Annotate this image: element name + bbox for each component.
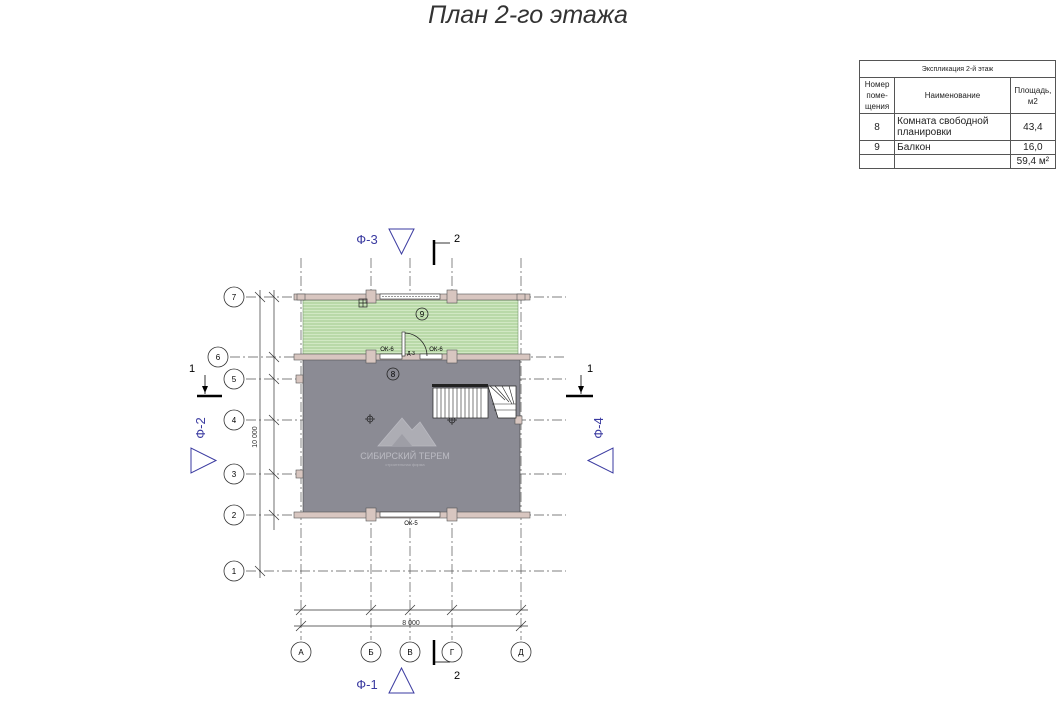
- facade-label-top: Ф-3: [356, 232, 377, 247]
- axis-bubble: [223, 463, 245, 485]
- facade-label-right: Ф-4: [591, 417, 606, 438]
- facade-arrow-left: [190, 447, 218, 474]
- section-marker-top: 2: [432, 233, 460, 265]
- svg-text:В: В: [407, 648, 412, 657]
- openings: [379, 293, 443, 518]
- header-number: Номер поме-щения: [858, 77, 896, 114]
- svg-text:1: 1: [587, 363, 593, 375]
- svg-text:5: 5: [232, 375, 237, 384]
- company-logo-watermark: СИБИРСКИЙ ТЕРЕМ строительная фирма: [360, 417, 450, 467]
- column-axis-markers: А Б В Г Д: [290, 641, 532, 663]
- section-marker-left: 1: [189, 363, 222, 398]
- svg-text:2: 2: [232, 511, 237, 520]
- axis-bubble: [223, 504, 245, 526]
- svg-text:6: 6: [216, 353, 221, 362]
- svg-text:7: 7: [232, 293, 237, 302]
- facade-arrow-right: [586, 447, 614, 474]
- axis-bubble: [223, 409, 245, 431]
- window-label-bottom: ОК-5: [404, 521, 418, 527]
- room-name: Комната свободной планировки: [894, 113, 1011, 141]
- section-marker-right: 1: [566, 363, 593, 398]
- total-area: 59,4 м²: [1009, 154, 1056, 169]
- svg-text:Б: Б: [368, 648, 373, 657]
- svg-text:1: 1: [189, 363, 195, 375]
- dimension-left: [254, 290, 280, 578]
- svg-text:4: 4: [232, 416, 237, 425]
- svg-text:1: 1: [232, 567, 237, 576]
- section-marker-bottom: 2: [432, 640, 460, 682]
- axis-bubble: [360, 641, 382, 663]
- svg-text:8: 8: [391, 370, 396, 379]
- room-number: 8: [858, 113, 896, 141]
- header-area: Площадь, м2: [1009, 77, 1056, 114]
- axis-bubble: [290, 641, 312, 663]
- axis-bubble: [223, 560, 245, 582]
- facade-arrow-bottom: [388, 666, 415, 694]
- svg-text:СИБИРСКИЙ ТЕРЕМ: СИБИРСКИЙ ТЕРЕМ: [360, 450, 449, 461]
- svg-text:строительная фирма: строительная фирма: [385, 462, 425, 467]
- dimension-width-label: 8 000: [402, 620, 420, 627]
- axis-bubble: [510, 641, 532, 663]
- window-label-2: ОК-6: [429, 347, 443, 353]
- facade-label-left: Ф-2: [193, 417, 208, 438]
- facade-arrow-top: [388, 228, 415, 256]
- table-row: 9 Балкон 16,0: [858, 140, 1056, 155]
- axis-bubble: [223, 368, 245, 390]
- window-label-1: ОК-6: [380, 347, 394, 353]
- explication-table: Экспликация 2-й этаж Номер поме-щения На…: [858, 60, 1056, 169]
- svg-text:Д: Д: [518, 648, 524, 657]
- door-label: Д-3: [407, 351, 415, 357]
- axis-bubble: [207, 346, 229, 368]
- page-title: План 2-го этажа: [428, 1, 628, 29]
- svg-text:2: 2: [454, 670, 460, 682]
- facade-label-bottom: Ф-1: [356, 677, 377, 692]
- fixture-icons: [358, 298, 457, 425]
- svg-text:2: 2: [454, 233, 460, 245]
- dimension-bottom: [294, 604, 528, 632]
- svg-text:3: 3: [232, 470, 237, 479]
- svg-text:9: 9: [420, 310, 425, 319]
- axis-bubble: [441, 641, 463, 663]
- row-axis-markers: 7 6 5 4 3 2 1: [207, 286, 245, 582]
- total-empty-1: [858, 154, 896, 169]
- table-row-total: 59,4 м²: [858, 154, 1056, 169]
- staircase: [432, 384, 517, 419]
- room-area: 43,4: [1009, 113, 1056, 141]
- dimension-height-label: 10 000: [252, 426, 259, 448]
- svg-text:Г: Г: [450, 648, 455, 657]
- balcony-area: [302, 298, 519, 357]
- axis-bubble: [399, 641, 421, 663]
- svg-text:А: А: [298, 648, 304, 657]
- table-row: 8 Комната свободной планировки 43,4: [858, 113, 1056, 141]
- room-marker-balcony: [415, 307, 429, 321]
- room-marker-main: [386, 367, 400, 381]
- axis-bubble: [223, 286, 245, 308]
